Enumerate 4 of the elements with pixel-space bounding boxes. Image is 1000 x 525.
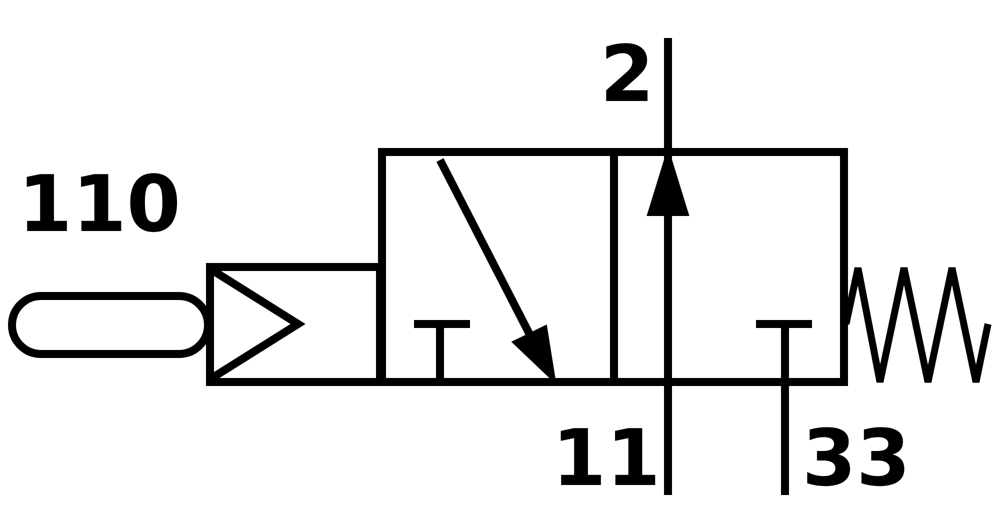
port-number: 2 <box>600 36 654 114</box>
port-number: 11 <box>552 420 661 498</box>
port-number: 110 <box>18 166 181 244</box>
port-number: 33 <box>802 420 911 498</box>
